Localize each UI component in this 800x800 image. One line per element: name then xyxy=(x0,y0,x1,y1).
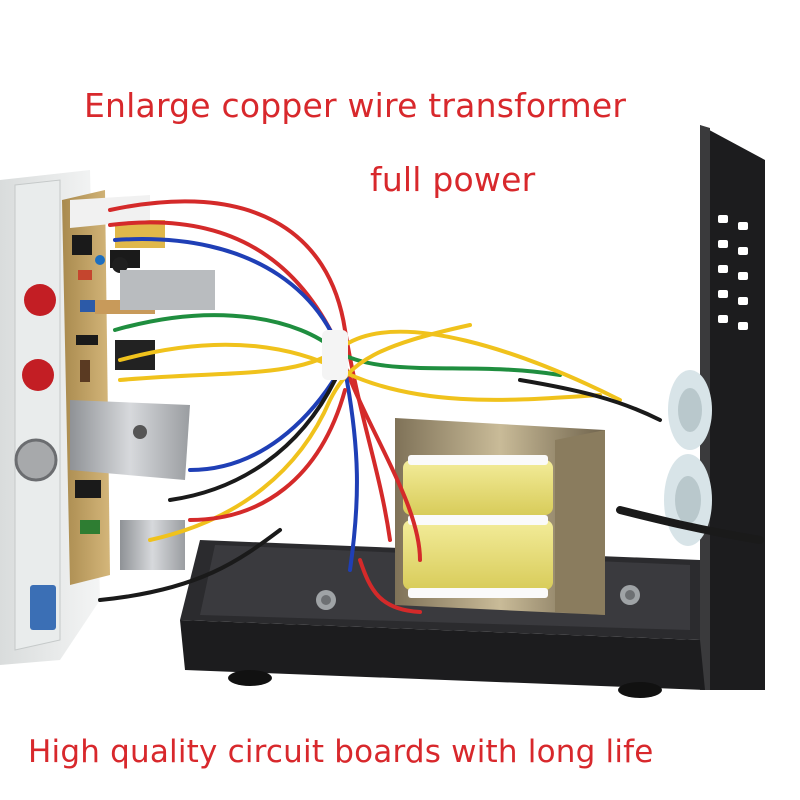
caption-transformer: Enlarge copper wire transformer xyxy=(84,86,627,125)
caption-circuit-boards: High quality circuit boards with long li… xyxy=(28,734,654,770)
caption-full-power: full power xyxy=(370,160,536,199)
circuit-board xyxy=(62,190,215,585)
cable-tie xyxy=(322,330,348,380)
transformer xyxy=(316,418,640,615)
